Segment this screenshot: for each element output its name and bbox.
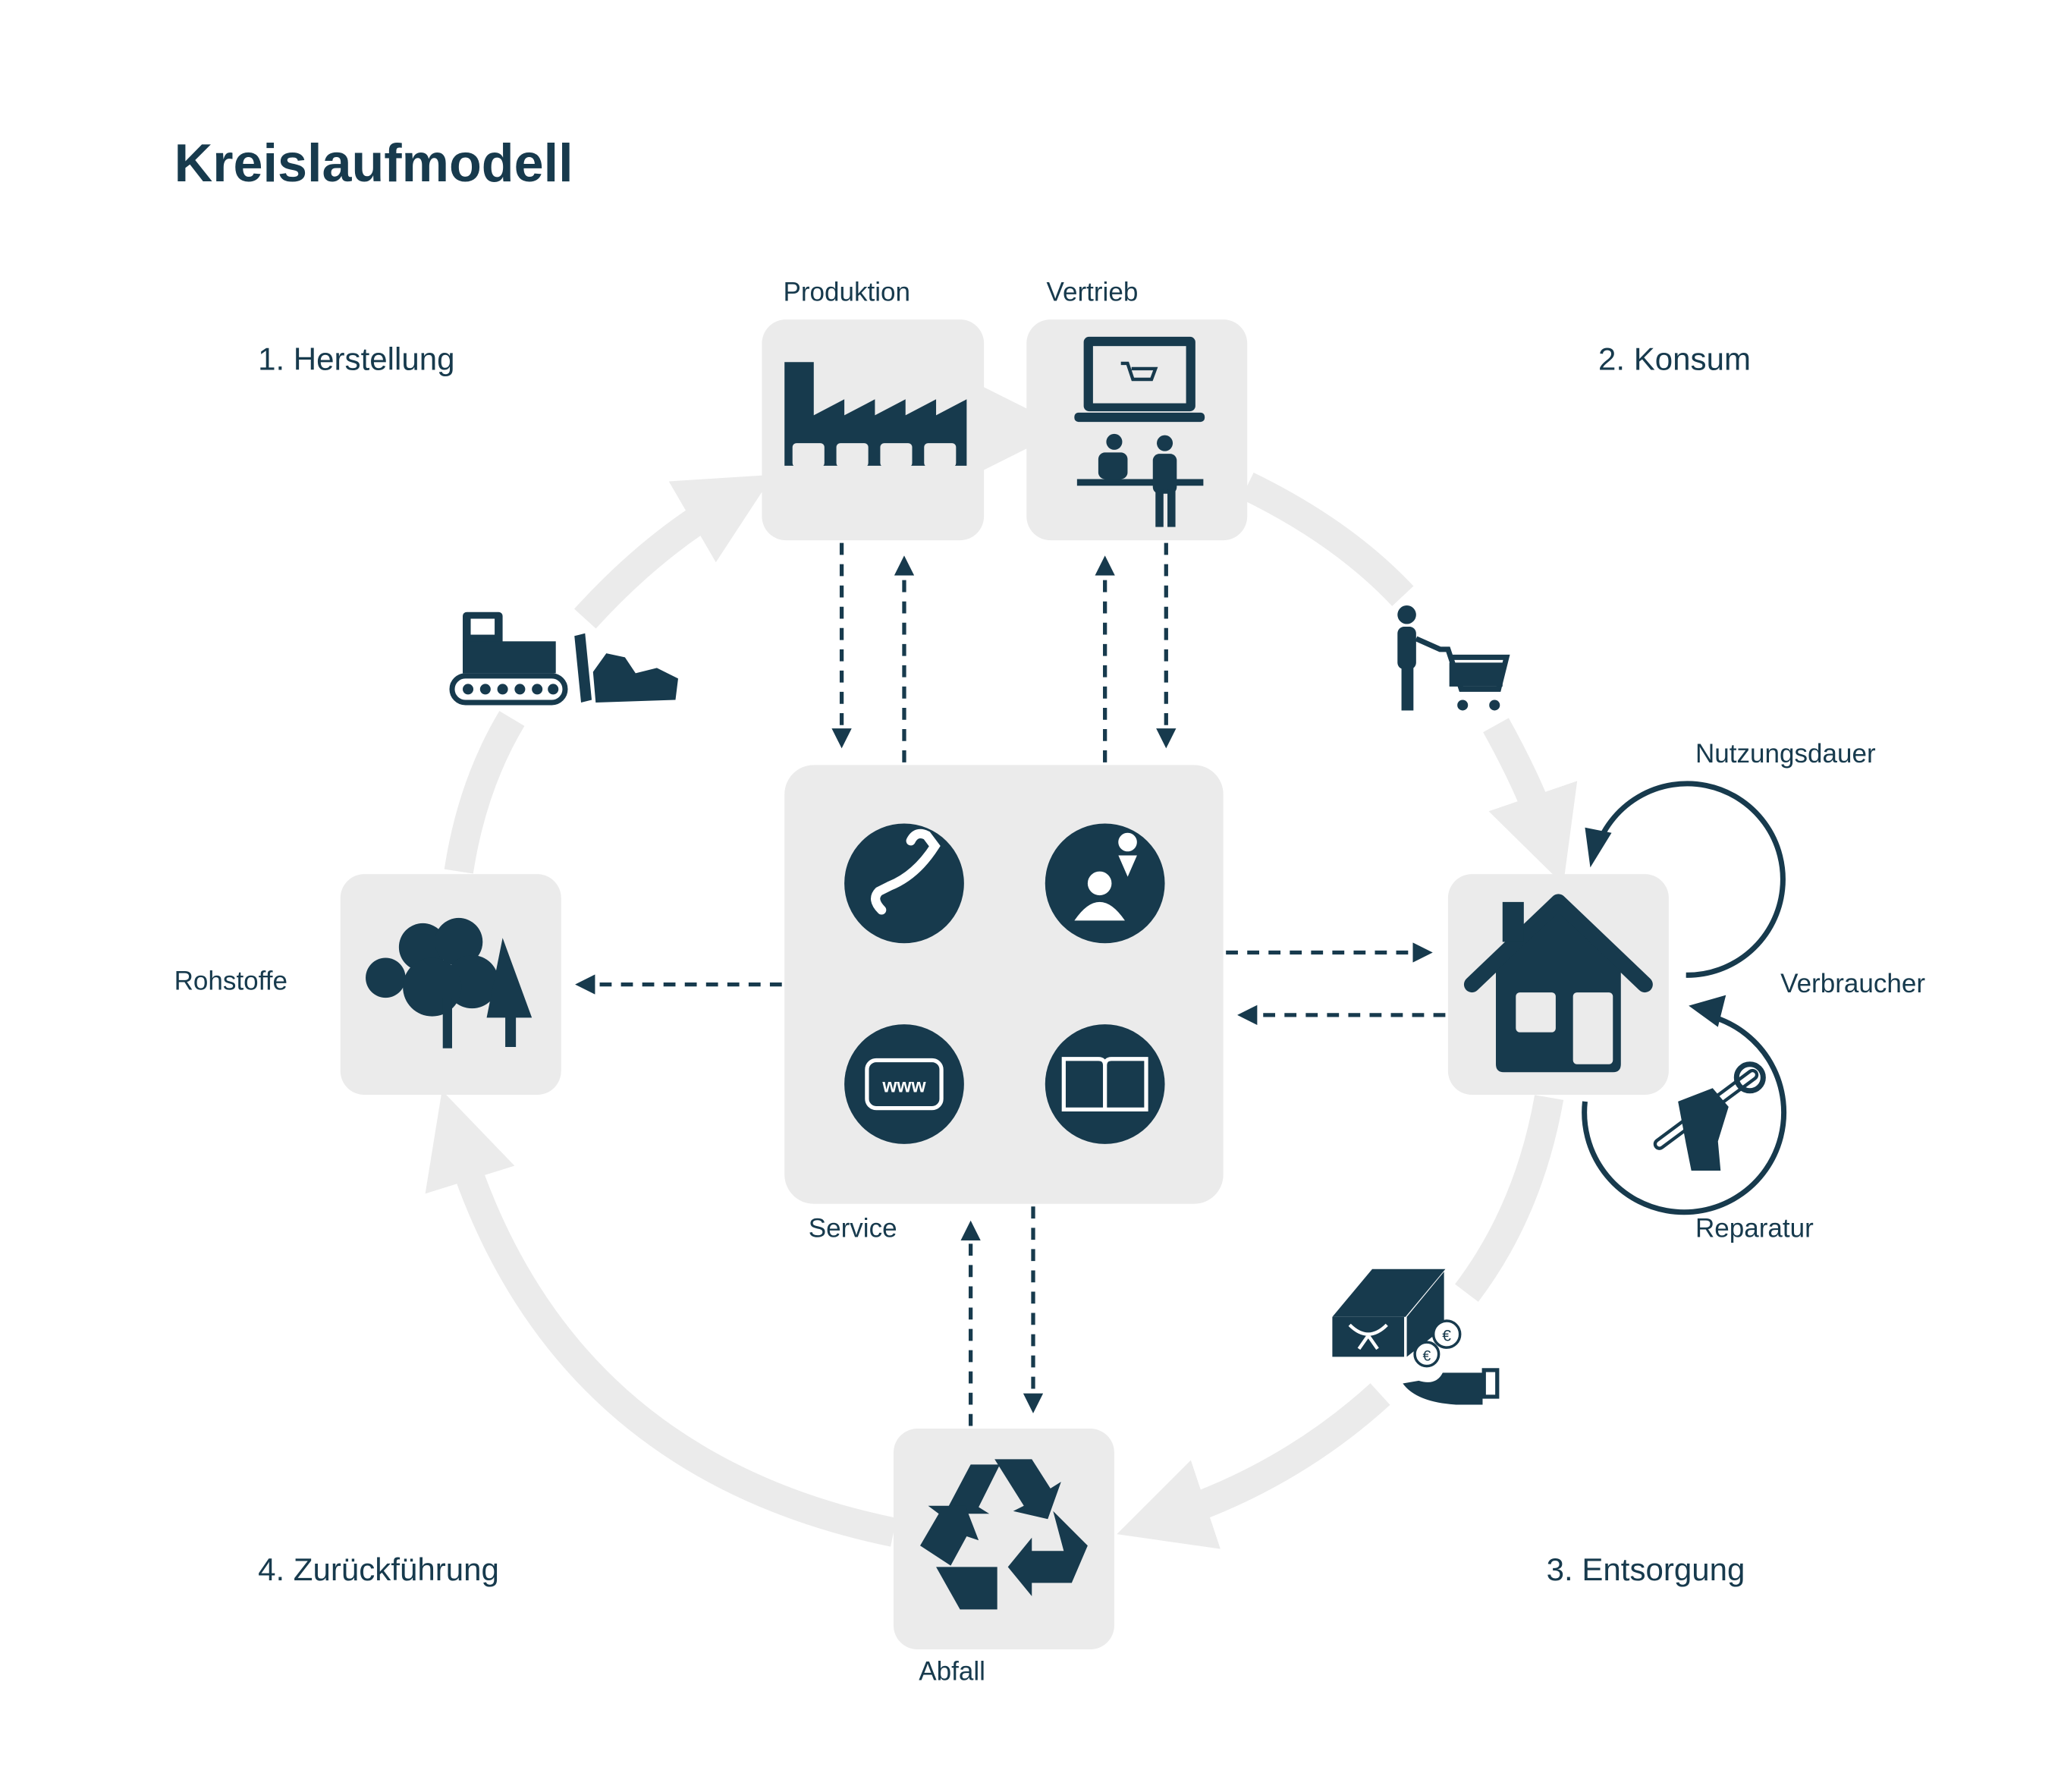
node-verbraucher: Verbraucher — [1447, 874, 1925, 1096]
parcel-payment-icon: € € — [1332, 1269, 1500, 1405]
phone-icon — [844, 823, 964, 944]
website-icon: www — [844, 1024, 964, 1144]
cycle-ring — [425, 382, 1578, 1549]
verbraucher-label: Verbraucher — [1780, 969, 1925, 998]
rohstoffe-label: Rohstoffe — [174, 967, 287, 996]
contact-location-icon — [1045, 823, 1165, 944]
house-icon — [1463, 894, 1653, 1073]
phase-zurueckfuehrung: 4. Zurückführung — [258, 1551, 499, 1587]
laptop-shop-icon — [1074, 336, 1205, 423]
abfall-label: Abfall — [919, 1656, 985, 1686]
phase-entsorgung: 3. Entsorgung — [1547, 1551, 1745, 1587]
vertrieb-label: Vertrieb — [1047, 278, 1139, 307]
shopping-cart-person-icon — [1397, 605, 1510, 711]
euro-coin-1: € — [1442, 1327, 1451, 1344]
salesperson-icon — [1076, 433, 1204, 527]
produktion-label: Produktion — [783, 278, 910, 307]
wrench-hand-icon — [1653, 1061, 1766, 1171]
book-icon — [1045, 1024, 1165, 1144]
euro-coin-2: € — [1423, 1349, 1431, 1365]
phase-herstellung: 1. Herstellung — [258, 341, 454, 377]
node-produktion: Produktion — [762, 278, 985, 541]
node-vertrieb: Vertrieb — [1026, 278, 1248, 541]
www-text: www — [881, 1077, 926, 1097]
service-label: Service — [809, 1214, 897, 1243]
trees-icon — [366, 917, 533, 1048]
page-title: Kreislaufmodell — [174, 134, 573, 193]
node-service: Service www — [784, 765, 1224, 1243]
reparatur-loop: Reparatur — [1582, 995, 1814, 1243]
recycling-icon — [920, 1459, 1088, 1610]
reparatur-label: Reparatur — [1695, 1214, 1814, 1243]
node-abfall: Abfall — [893, 1429, 1114, 1686]
factory-icon — [784, 362, 967, 467]
node-rohstoffe: Rohstoffe — [174, 874, 561, 1096]
phase-konsum: 2. Konsum — [1598, 341, 1751, 377]
nutzungsdauer-loop: Nutzungsdauer — [1585, 739, 1876, 978]
bulldozer-icon — [449, 611, 678, 706]
nutzungsdauer-label: Nutzungsdauer — [1695, 739, 1876, 769]
dashed-connectors — [575, 542, 1446, 1426]
